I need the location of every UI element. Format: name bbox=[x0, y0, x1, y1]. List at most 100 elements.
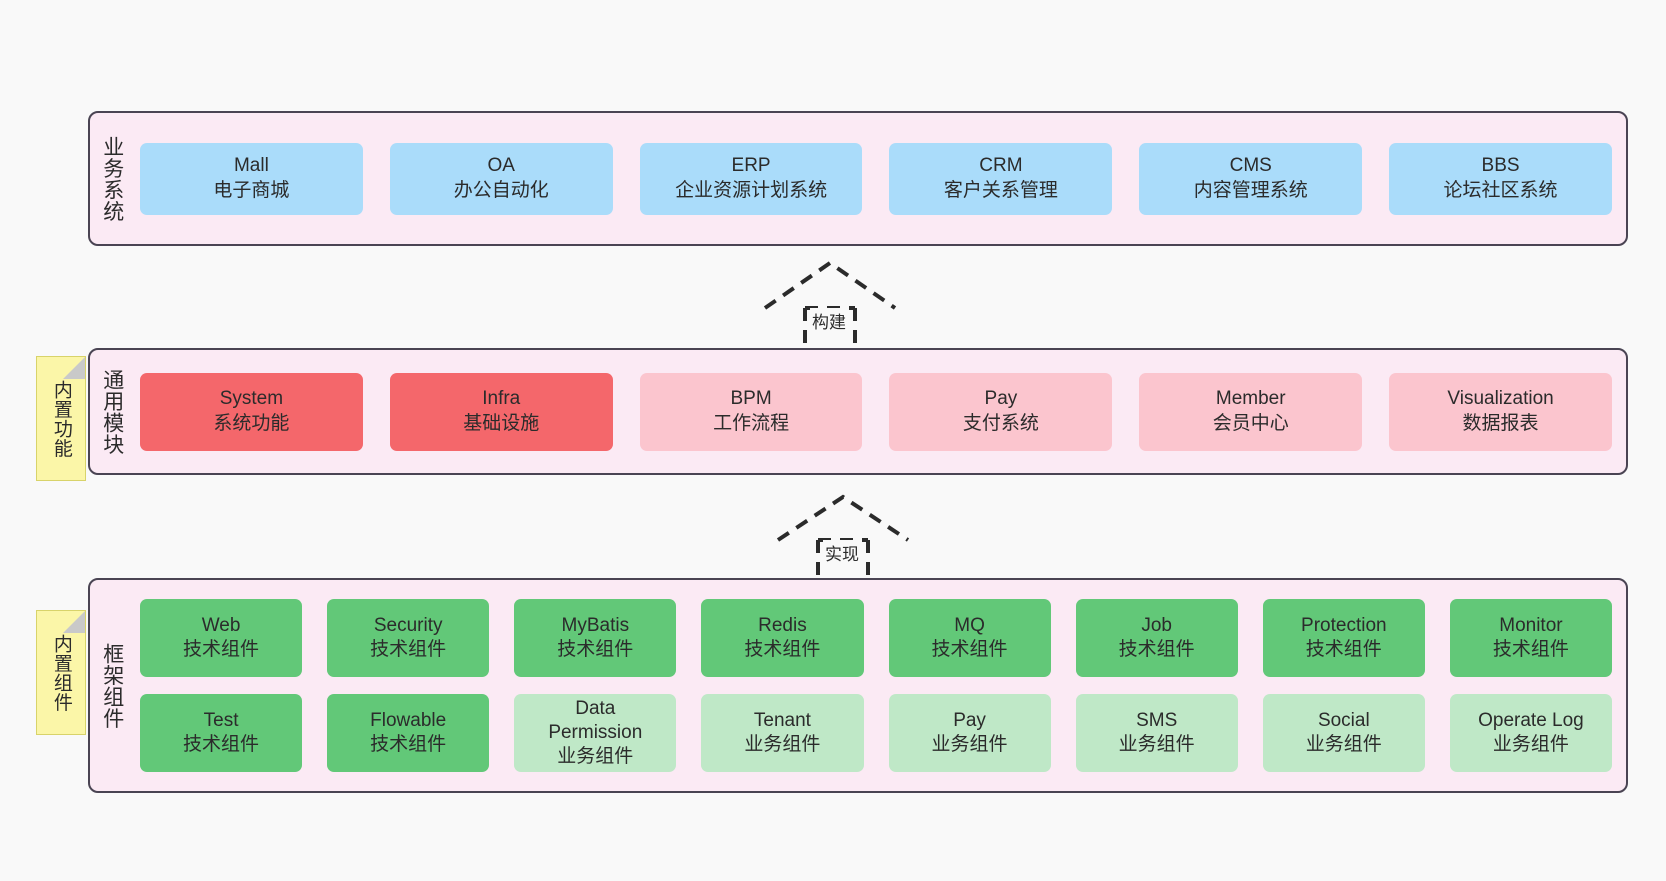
module-subtitle: 业务组件 bbox=[1492, 734, 1569, 755]
connector-build-label: 构建 bbox=[810, 308, 848, 333]
module-subtitle: 业务组件 bbox=[557, 746, 634, 768]
module-title: Infra bbox=[482, 388, 521, 410]
module-box-data-permission[interactable]: Data Permission 业务组件 bbox=[514, 694, 677, 772]
sticky-note-label: 内置组件 bbox=[50, 633, 72, 712]
module-title: Monitor bbox=[1499, 614, 1563, 636]
module-row: Web 技术组件 Security 技术组件 MyBatis 技术组件 Redi… bbox=[140, 599, 1626, 677]
module-subtitle: 系统功能 bbox=[213, 412, 290, 434]
module-box-member[interactable]: Member 会员中心 bbox=[1139, 372, 1363, 451]
connector-build: 构建 bbox=[760, 258, 920, 350]
module-title: Job bbox=[1141, 614, 1172, 636]
module-subtitle: 技术组件 bbox=[183, 639, 260, 660]
module-title: SMS bbox=[1136, 709, 1178, 731]
module-title: Mall bbox=[233, 155, 269, 177]
module-box-monitor[interactable]: Monitor 技术组件 bbox=[1449, 599, 1612, 677]
module-subtitle: 技术组件 bbox=[1305, 639, 1382, 660]
module-box-flowable[interactable]: Flowable 技术组件 bbox=[327, 694, 490, 772]
module-title: Operate Log bbox=[1478, 709, 1584, 731]
module-subtitle: 论坛社区系统 bbox=[1443, 179, 1558, 201]
module-title: OA bbox=[487, 155, 515, 177]
module-subtitle: 技术组件 bbox=[370, 734, 447, 755]
module-box-visualization[interactable]: Visualization 数据报表 bbox=[1389, 372, 1612, 451]
module-subtitle: 业务组件 bbox=[931, 734, 1008, 755]
module-title: CMS bbox=[1229, 155, 1272, 177]
module-title: MyBatis bbox=[561, 614, 630, 636]
module-subtitle: 会员中心 bbox=[1212, 412, 1289, 434]
module-box-bpm[interactable]: BPM 工作流程 bbox=[639, 372, 863, 451]
sticky-note-label: 内置功能 bbox=[50, 379, 72, 458]
module-title: Tenant bbox=[753, 709, 811, 731]
module-row: System 系统功能 Infra 基础设施 BPM 工作流程 Pay 支付系统… bbox=[140, 372, 1626, 451]
sticky-note-builtin-features: 内置功能 bbox=[36, 356, 86, 481]
module-subtitle: 内容管理系统 bbox=[1193, 179, 1308, 201]
module-title: Protection bbox=[1301, 614, 1387, 636]
layer-title-common: 通用模块 bbox=[100, 368, 124, 455]
module-box-job[interactable]: Job 技术组件 bbox=[1075, 599, 1238, 677]
module-subtitle: 业务组件 bbox=[1118, 734, 1195, 755]
module-title: Test bbox=[203, 709, 239, 731]
module-box-security[interactable]: Security 技术组件 bbox=[327, 599, 490, 677]
module-title: ERP bbox=[731, 155, 771, 177]
module-title: MQ bbox=[954, 614, 985, 636]
module-box-mybatis[interactable]: MyBatis 技术组件 bbox=[514, 599, 677, 677]
module-subtitle: 数据报表 bbox=[1462, 412, 1539, 434]
module-title: Data Permission bbox=[548, 697, 643, 743]
layer-business-systems: 业务系统 Mall 电子商城 OA 办公自动化 ERP 企业资源计划系统 CRM… bbox=[88, 111, 1628, 246]
module-box-mall[interactable]: Mall 电子商城 bbox=[140, 142, 363, 215]
module-subtitle: 技术组件 bbox=[557, 639, 634, 660]
module-subtitle: 工作流程 bbox=[713, 412, 790, 434]
module-row: Mall 电子商城 OA 办公自动化 ERP 企业资源计划系统 CRM 客户关系… bbox=[140, 142, 1626, 215]
module-title: BPM bbox=[730, 388, 772, 410]
module-box-tenant[interactable]: Tenant 业务组件 bbox=[701, 694, 864, 772]
layer-framework-components: 框架组件 Web 技术组件 Security 技术组件 MyBatis 技术组件… bbox=[88, 578, 1628, 793]
module-title: Member bbox=[1215, 388, 1286, 410]
module-title: Web bbox=[201, 614, 241, 636]
layer-common-modules: 通用模块 System 系统功能 Infra 基础设施 BPM 工作流程 Pay… bbox=[88, 348, 1628, 475]
module-title: System bbox=[219, 388, 284, 410]
module-subtitle: 技术组件 bbox=[1492, 639, 1569, 660]
module-subtitle: 业务组件 bbox=[1305, 734, 1382, 755]
sticky-note-builtin-components: 内置组件 bbox=[36, 610, 86, 735]
module-box-oa[interactable]: OA 办公自动化 bbox=[389, 142, 613, 215]
module-box-bbs[interactable]: BBS 论坛社区系统 bbox=[1389, 142, 1612, 215]
module-box-web[interactable]: Web 技术组件 bbox=[140, 599, 303, 677]
module-title: Social bbox=[1317, 709, 1370, 731]
module-title: Visualization bbox=[1447, 388, 1554, 410]
module-subtitle: 技术组件 bbox=[370, 639, 447, 660]
module-title: CRM bbox=[979, 155, 1023, 177]
module-box-redis[interactable]: Redis 技术组件 bbox=[701, 599, 864, 677]
module-box-test[interactable]: Test 技术组件 bbox=[140, 694, 303, 772]
layer-body-framework: Web 技术组件 Security 技术组件 MyBatis 技术组件 Redi… bbox=[134, 580, 1626, 791]
module-title: Pay bbox=[953, 709, 986, 731]
module-box-cms[interactable]: CMS 内容管理系统 bbox=[1139, 142, 1363, 215]
module-subtitle: 业务组件 bbox=[744, 734, 821, 755]
module-title: Redis bbox=[758, 614, 807, 636]
module-box-pay[interactable]: Pay 支付系统 bbox=[889, 372, 1113, 451]
connector-implement: 实现 bbox=[773, 492, 933, 580]
module-subtitle: 技术组件 bbox=[1118, 639, 1195, 660]
module-box-sms[interactable]: SMS 业务组件 bbox=[1075, 694, 1238, 772]
layer-title-framework: 框架组件 bbox=[100, 642, 124, 729]
module-box-system[interactable]: System 系统功能 bbox=[140, 372, 363, 451]
module-subtitle: 电子商城 bbox=[213, 179, 290, 201]
module-subtitle: 技术组件 bbox=[931, 639, 1008, 660]
module-box-operate-log[interactable]: Operate Log 业务组件 bbox=[1449, 694, 1612, 772]
module-title: Pay bbox=[984, 388, 1018, 410]
module-box-infra[interactable]: Infra 基础设施 bbox=[389, 372, 613, 451]
module-title: Security bbox=[373, 614, 443, 636]
module-row: Test 技术组件 Flowable 技术组件 Data Permission … bbox=[140, 694, 1626, 772]
connector-build-arrow bbox=[763, 260, 897, 350]
module-subtitle: 客户关系管理 bbox=[943, 179, 1058, 201]
module-box-mq[interactable]: MQ 技术组件 bbox=[888, 599, 1051, 677]
module-box-protection[interactable]: Protection 技术组件 bbox=[1262, 599, 1425, 677]
module-subtitle: 企业资源计划系统 bbox=[675, 179, 828, 201]
module-subtitle: 技术组件 bbox=[744, 639, 821, 660]
module-box-erp[interactable]: ERP 企业资源计划系统 bbox=[639, 142, 863, 215]
layer-title-business: 业务系统 bbox=[100, 135, 124, 222]
module-subtitle: 办公自动化 bbox=[453, 179, 549, 201]
module-box-social[interactable]: Social 业务组件 bbox=[1262, 694, 1425, 772]
module-box-crm[interactable]: CRM 客户关系管理 bbox=[889, 142, 1113, 215]
module-title: BBS bbox=[1481, 155, 1520, 177]
module-box-pay-component[interactable]: Pay 业务组件 bbox=[888, 694, 1051, 772]
module-subtitle: 基础设施 bbox=[463, 412, 540, 434]
